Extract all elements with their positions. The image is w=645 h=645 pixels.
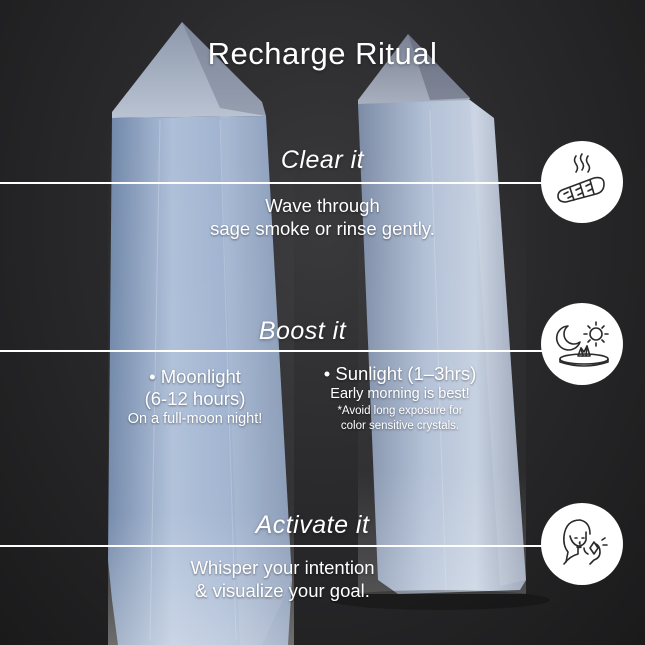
moonlight-note: On a full-moon night! (127, 411, 263, 427)
step-clear-line-1: Wave through (265, 195, 380, 216)
step-clear-divider (0, 182, 552, 184)
moonlight-option: • Moonlight (6-12 hours) On a full-moon … (100, 366, 290, 429)
whisper-intention-icon (541, 503, 623, 585)
step-activate-heading: Activate it (255, 511, 370, 539)
step-boost-divider (0, 350, 552, 352)
sunlight-warning-1: *Avoid long exposure for (337, 405, 463, 417)
step-clear-heading: Clear it (280, 146, 365, 174)
step-clear-line-2: sage smoke or rinse gently. (210, 218, 435, 239)
sunlight-title: • Sunlight (1–3hrs) (323, 363, 477, 384)
step-activate-divider (0, 545, 552, 547)
moonlight-duration: (6-12 hours) (144, 388, 246, 409)
step-activate-line-1: Whisper your intention (190, 557, 375, 578)
step-activate-line-2: & visualize your goal. (195, 580, 370, 601)
step-boost-heading: Boost it (258, 317, 347, 345)
sage-smudge-icon (541, 141, 623, 223)
sunlight-note: Early morning is best! (330, 386, 470, 402)
sunlight-warning-2: color sensitive crystals. (340, 420, 460, 432)
step-clear-description: Wave through sage smoke or rinse gently. (0, 194, 645, 240)
page-title: Recharge Ritual (207, 36, 438, 71)
moonlight-title: • Moonlight (149, 366, 241, 387)
moon-sun-crystal-icon (541, 303, 623, 385)
step-activate-description: Whisper your intention & visualize your … (0, 556, 565, 602)
sunlight-option: • Sunlight (1–3hrs) Early morning is bes… (300, 363, 500, 434)
